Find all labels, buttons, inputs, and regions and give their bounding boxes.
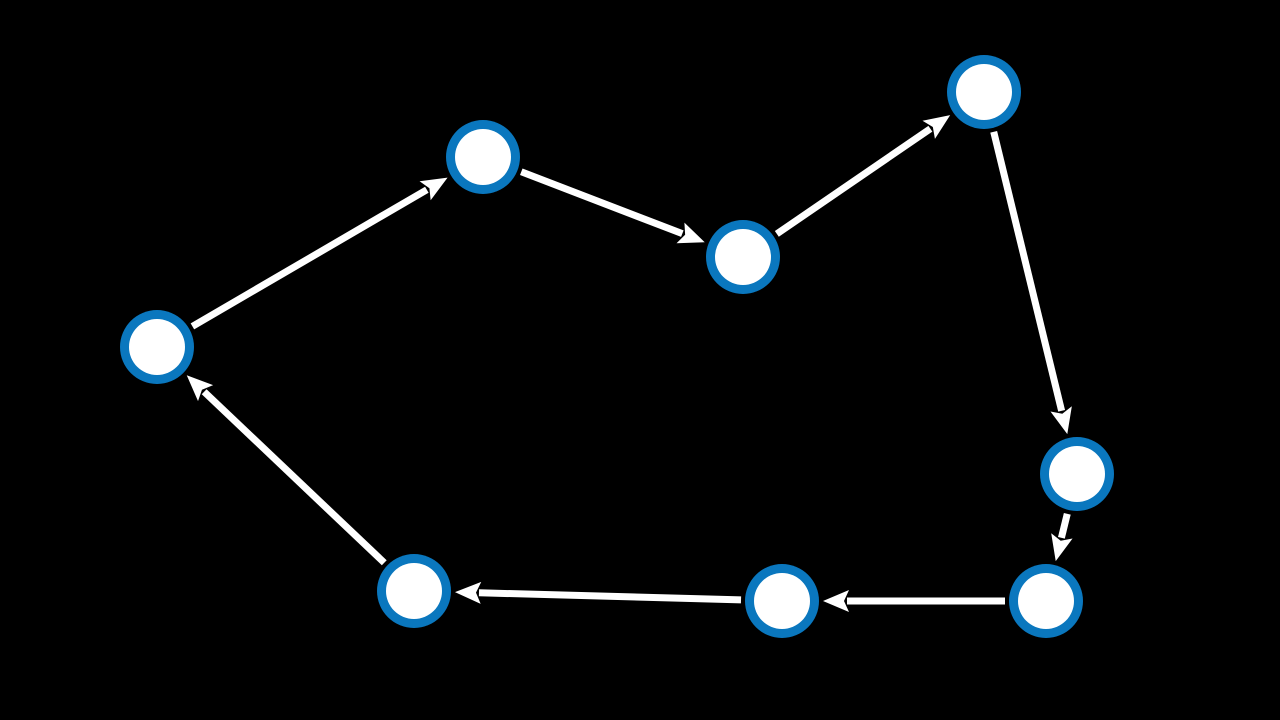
edge-line <box>990 131 1066 412</box>
edge-arrowhead-icon <box>186 375 214 402</box>
graph-edge[interactable] <box>823 590 1005 612</box>
edge-arrowhead-icon <box>419 177 448 201</box>
edge-arrowhead-icon <box>1051 533 1073 562</box>
graph-edge[interactable] <box>774 115 951 237</box>
graph-node[interactable] <box>1009 564 1083 638</box>
graph-node[interactable] <box>947 55 1021 129</box>
node-fill <box>1018 573 1074 629</box>
graph-node[interactable] <box>377 554 451 628</box>
node-fill <box>956 64 1012 120</box>
node-fill <box>129 319 185 375</box>
node-fill <box>754 573 810 629</box>
graph-node[interactable] <box>706 220 780 294</box>
edge-arrowhead-icon <box>922 115 951 139</box>
edge-arrowhead-icon <box>676 222 705 244</box>
nodes-layer <box>120 55 1114 638</box>
graph-edge[interactable] <box>990 131 1072 435</box>
edge-line <box>774 125 933 237</box>
graph-edge[interactable] <box>190 177 448 330</box>
graph-node[interactable] <box>446 120 520 194</box>
node-fill <box>1049 446 1105 502</box>
node-fill <box>715 229 771 285</box>
graph-node[interactable] <box>1040 437 1114 511</box>
edge-line <box>1058 512 1071 539</box>
graph-node[interactable] <box>745 564 819 638</box>
edge-arrowhead-icon <box>454 581 482 604</box>
edge-line <box>520 168 684 237</box>
graph-node[interactable] <box>120 310 194 384</box>
edge-line <box>201 389 387 566</box>
graph-edge[interactable] <box>454 581 742 604</box>
graph-edge[interactable] <box>186 375 387 566</box>
edge-line <box>478 589 742 604</box>
edge-line <box>190 186 429 330</box>
edge-arrowhead-icon <box>823 590 849 612</box>
edge-arrowhead-icon <box>1050 406 1072 435</box>
graph-edge[interactable] <box>1051 512 1073 562</box>
node-fill <box>386 563 442 619</box>
edges-layer <box>186 115 1073 612</box>
graph-edge[interactable] <box>520 168 705 244</box>
node-fill <box>455 129 511 185</box>
